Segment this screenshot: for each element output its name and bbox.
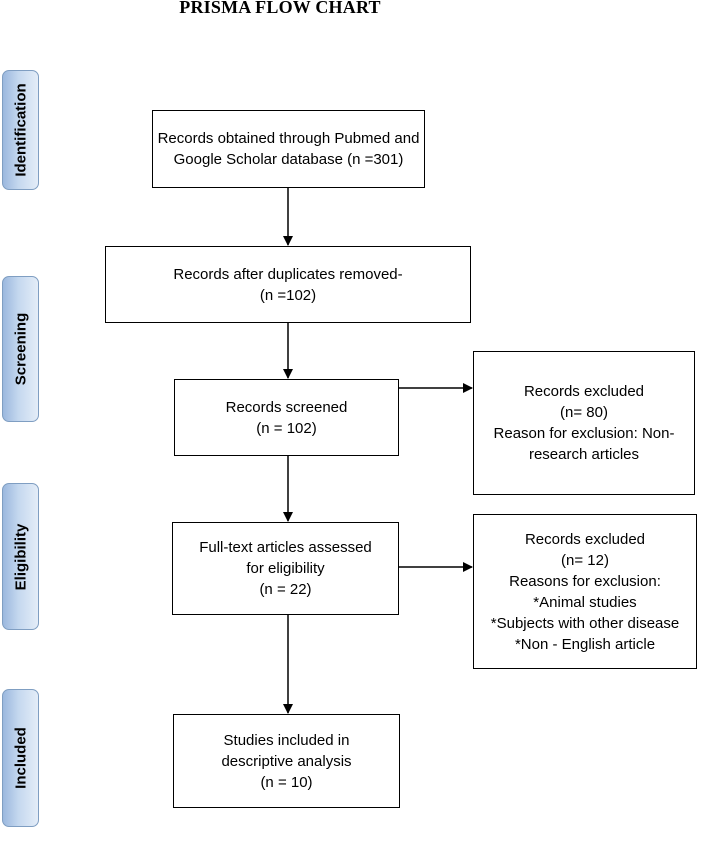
excluded-screening-line-3: Reason for exclusion: Non- xyxy=(493,425,675,442)
records-screened-line-1: Records screened xyxy=(225,398,348,416)
studies-included-line-1: Studies included in xyxy=(223,731,350,749)
box-studies-included: Studies included in descriptive analysis… xyxy=(173,714,400,808)
box-fulltext-assessed: Full-text articles assessed for eligibil… xyxy=(172,522,399,615)
studies-included-line-3: (n = 10) xyxy=(260,773,313,791)
duplicates-removed-line-2: (n =102) xyxy=(259,286,317,304)
excluded-eligibility-line-2: (n= 12) xyxy=(561,551,609,569)
duplicates-removed-line-1: Records after duplicates removed- xyxy=(173,265,403,283)
excluded-eligibility-line-4: *Animal studies xyxy=(533,593,637,611)
box-records-screened: Records screened (n = 102) xyxy=(174,379,399,456)
excluded-eligibility-line-6: *Non - English article xyxy=(514,635,656,653)
records-obtained-line-1: Records obtained through Pubmed and xyxy=(157,130,420,147)
excluded-screening-line-2: (n= 80) xyxy=(560,404,608,421)
excluded-eligibility-line-1: Records excluded xyxy=(524,530,646,548)
studies-included-line-2: descriptive analysis xyxy=(221,752,352,770)
stage-screening: Screening xyxy=(2,276,39,422)
fulltext-assessed-line-2: for eligibility xyxy=(246,560,325,577)
stage-included: Included xyxy=(2,689,39,827)
excluded-screening-line-1: Records excluded xyxy=(523,383,645,400)
stage-eligibility: Eligibility xyxy=(2,483,39,630)
records-screened-line-2: (n = 102) xyxy=(256,419,317,437)
excluded-eligibility-line-5: *Subjects with other disease xyxy=(490,614,680,632)
fulltext-assessed-line-1: Full-text articles assessed xyxy=(199,539,372,556)
excluded-eligibility-line-3: Reasons for exclusion: xyxy=(509,572,661,590)
box-excluded-screening: Records excluded (n= 80) Reason for excl… xyxy=(473,351,695,495)
records-obtained-line-2: Google Scholar database (n =301) xyxy=(173,151,404,168)
box-duplicates-removed: Records after duplicates removed- (n =10… xyxy=(105,246,471,323)
excluded-screening-line-4: research articles xyxy=(528,446,640,463)
box-excluded-eligibility: Records excluded (n= 12) Reasons for exc… xyxy=(473,514,697,669)
fulltext-assessed-line-3: (n = 22) xyxy=(259,581,312,598)
box-records-obtained: Records obtained through Pubmed and Goog… xyxy=(152,110,425,188)
chart-title: PRISMA FLOW CHART xyxy=(179,0,381,17)
stage-identification: Identification xyxy=(2,70,39,190)
